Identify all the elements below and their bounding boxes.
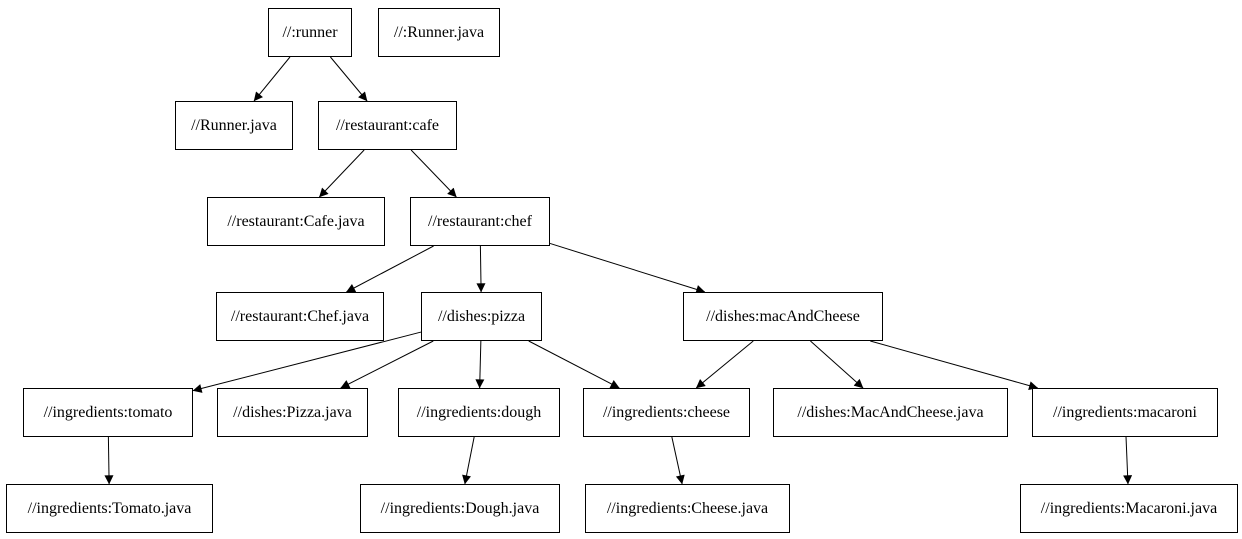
graph-node-label: //:Runner.java: [393, 23, 485, 41]
graph-edge-macaroni-macaroni-java: [1123, 436, 1133, 485]
graph-edge-runner-runner-java: [253, 56, 291, 102]
graph-node-macaroni: //ingredients:macaroni: [1032, 388, 1218, 437]
graph-node-dough: //ingredients:dough: [398, 388, 560, 437]
graph-node-runner-java-top: //:Runner.java: [378, 8, 500, 57]
graph-node-chef-java: //restaurant:Chef.java: [216, 292, 384, 341]
graph-edge-pizza-cheese: [528, 340, 620, 389]
graph-edge-cafe-chef: [410, 149, 457, 198]
graph-edge-mac-macaroni: [870, 340, 1039, 390]
graph-node-label: //restaurant:cafe: [335, 116, 440, 134]
graph-edge-chef-mac: [549, 242, 706, 294]
graph-node-label: //ingredients:Macaroni.java: [1040, 499, 1218, 517]
graph-edge-chef-pizza: [476, 245, 486, 293]
graph-node-cheese-java: //ingredients:Cheese.java: [585, 484, 790, 533]
graph-node-label: //restaurant:chef: [428, 212, 532, 230]
graph-node-label: //dishes:MacAndCheese.java: [797, 403, 984, 421]
graph-edge-pizza-dough: [475, 340, 485, 389]
graph-node-chef: //restaurant:chef: [410, 197, 550, 246]
graph-node-label: //restaurant:Chef.java: [230, 307, 370, 325]
graph-node-label: //:runner: [282, 23, 338, 41]
graph-node-label: //ingredients:Tomato.java: [27, 499, 192, 517]
graph-node-pizza: //dishes:pizza: [421, 292, 542, 341]
graph-node-tomato: //ingredients:tomato: [23, 388, 193, 437]
graph-node-cafe-java: //restaurant:Cafe.java: [207, 197, 385, 246]
graph-edge-pizza-tomato: [192, 331, 422, 393]
graph-node-label: //ingredients:dough: [416, 403, 542, 421]
graph-node-tomato-java: //ingredients:Tomato.java: [6, 484, 213, 533]
graph-node-cafe: //restaurant:cafe: [318, 101, 457, 150]
graph-edge-mac-cheese: [695, 340, 754, 389]
graph-node-label: //ingredients:macaroni: [1053, 403, 1197, 421]
graph-node-runner: //:runner: [268, 8, 352, 57]
graph-node-label: //dishes:macAndCheese: [706, 307, 860, 325]
graph-node-label: //Runner.java: [191, 116, 277, 134]
graph-node-label: //ingredients:Dough.java: [380, 499, 540, 517]
graph-node-label: //ingredients:tomato: [43, 403, 173, 421]
graph-node-dough-java: //ingredients:Dough.java: [360, 484, 560, 533]
graph-edge-tomato-tomato-java: [104, 436, 114, 485]
graph-node-label: //ingredients:Cheese.java: [606, 499, 769, 517]
graph-edge-runner-cafe: [330, 56, 368, 102]
graph-node-mac-java: //dishes:MacAndCheese.java: [773, 388, 1008, 437]
graph-node-label: //dishes:pizza: [437, 307, 526, 325]
graph-edge-cafe-cafe-java: [318, 149, 365, 198]
graph-edge-mac-mac-java: [810, 340, 864, 389]
graph-node-label: //dishes:Pizza.java: [233, 403, 352, 421]
graph-edge-chef-chef-java: [346, 245, 434, 293]
graph-node-macaroni-java: //ingredients:Macaroni.java: [1020, 484, 1238, 533]
graph-edge-dough-dough-java: [462, 436, 475, 485]
graph-node-pizza-java: //dishes:Pizza.java: [217, 388, 368, 437]
graph-node-runner-java: //Runner.java: [175, 101, 293, 150]
graph-edge-cheese-cheese-java: [671, 436, 685, 485]
graph-edge-pizza-pizza-java: [340, 340, 434, 389]
graph-node-cheese: //ingredients:cheese: [583, 388, 750, 437]
graph-node-label: //ingredients:cheese: [602, 403, 731, 421]
graph-node-mac: //dishes:macAndCheese: [683, 292, 883, 341]
graph-node-label: //restaurant:Cafe.java: [227, 212, 365, 230]
